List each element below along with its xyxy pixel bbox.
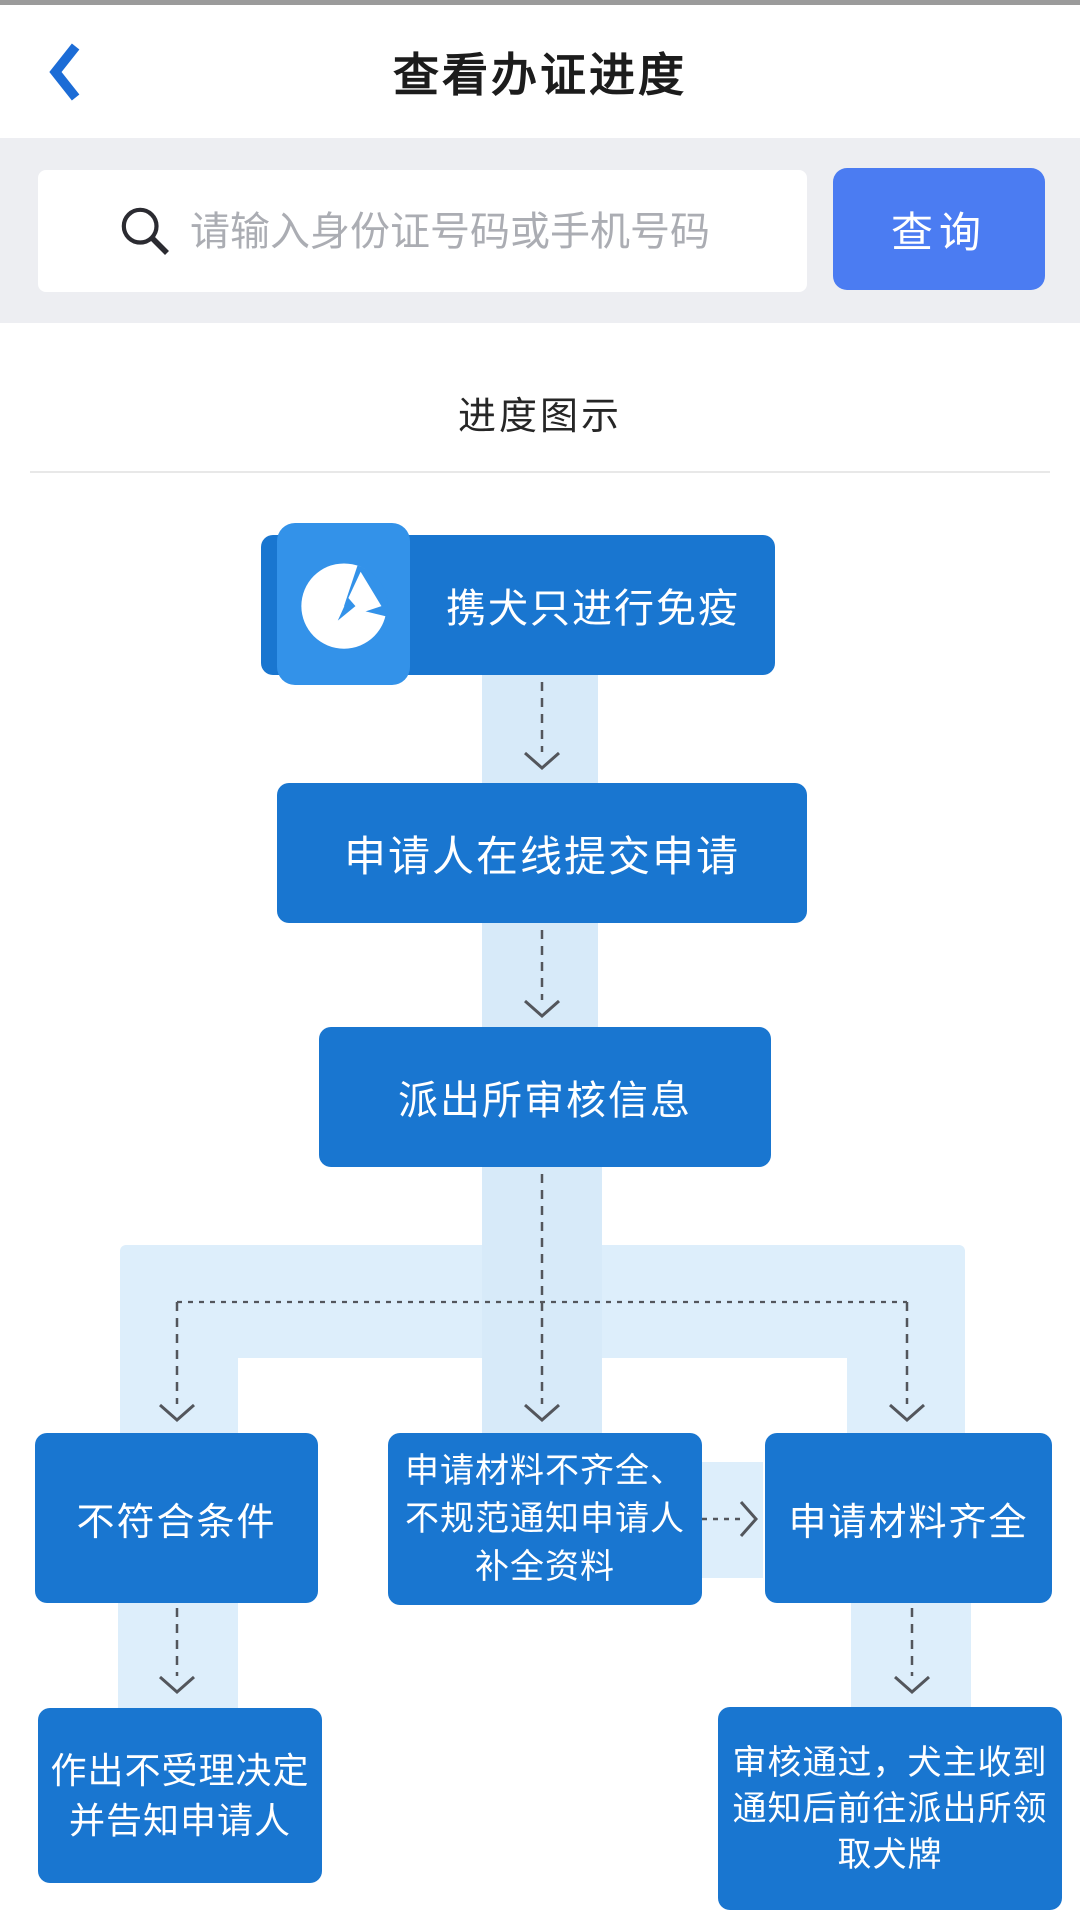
divider: [30, 471, 1050, 473]
search-box[interactable]: [38, 170, 807, 294]
chevron-left-icon: [49, 43, 80, 101]
arrow-branch-right: [889, 1302, 925, 1423]
arrow-right-to-result: [894, 1608, 930, 1695]
flow-node-label: 作出不受理决定 并告知申请人: [50, 1749, 310, 1841]
arrow-step2-step3: [524, 930, 560, 1019]
arrow-step3-branch-middle: [524, 1174, 560, 1423]
flow-bands: [118, 675, 971, 1710]
flow-node-label: 申请材料不齐全、 不规范通知申请人 补全资料: [405, 1452, 685, 1586]
status-bar-strip: [0, 0, 1080, 5]
flow-node-label: 申请材料齐全: [788, 1501, 1029, 1544]
band-middle-to-right: [697, 1462, 763, 1578]
flow-node-label: 派出所审核信息: [398, 1079, 692, 1123]
band-column-left: [120, 1352, 238, 1433]
flow-node-materials-complete: 申请材料齐全: [765, 1433, 1052, 1603]
search-section: 查询: [0, 138, 1080, 323]
flow-node-approved-collect-tag: 审核通过，犬主收到 通知后前往派出所领 取犬牌: [718, 1707, 1062, 1910]
flow-node-label: 携犬只进行免疫: [446, 587, 740, 631]
page-title: 查看办证进度: [393, 48, 687, 101]
flow-node-rejection-decision: 作出不受理决定 并告知申请人: [38, 1708, 322, 1883]
flow-node-immunization: 携犬只进行免疫: [261, 523, 775, 685]
section-title: 进度图示: [457, 396, 622, 438]
pen-edit-icon: [300, 563, 388, 649]
arrow-step1-step2: [524, 682, 560, 771]
arrow-left-to-result: [159, 1608, 195, 1695]
header: 查看办证进度: [0, 5, 1080, 138]
step1-badge: [277, 523, 410, 685]
query-button[interactable]: 查询: [833, 168, 1045, 290]
arrow-middle-to-right: [702, 1501, 759, 1537]
flow-node-not-eligible: 不符合条件: [35, 1433, 318, 1603]
band-step1-step2: [482, 675, 598, 785]
search-input[interactable]: [188, 170, 792, 294]
magnifier-icon: [121, 207, 169, 255]
flow-node-label: 不符合条件: [76, 1501, 277, 1544]
flow-node-materials-incomplete: 申请材料不齐全、 不规范通知申请人 补全资料: [388, 1433, 702, 1605]
flow-arrows: [159, 682, 930, 1695]
flow-node-label: 申请人在线提交申请: [343, 832, 740, 880]
flow-node-submit-application: 申请人在线提交申请: [277, 783, 807, 923]
arrow-branch-left: [159, 1302, 195, 1423]
band-step2-step3: [482, 923, 598, 1029]
flow-node-police-review: 派出所审核信息: [319, 1027, 771, 1167]
flow-node-label: 审核通过，犬主收到 通知后前往派出所领 取犬牌: [732, 1743, 1048, 1874]
back-button[interactable]: [40, 37, 90, 107]
